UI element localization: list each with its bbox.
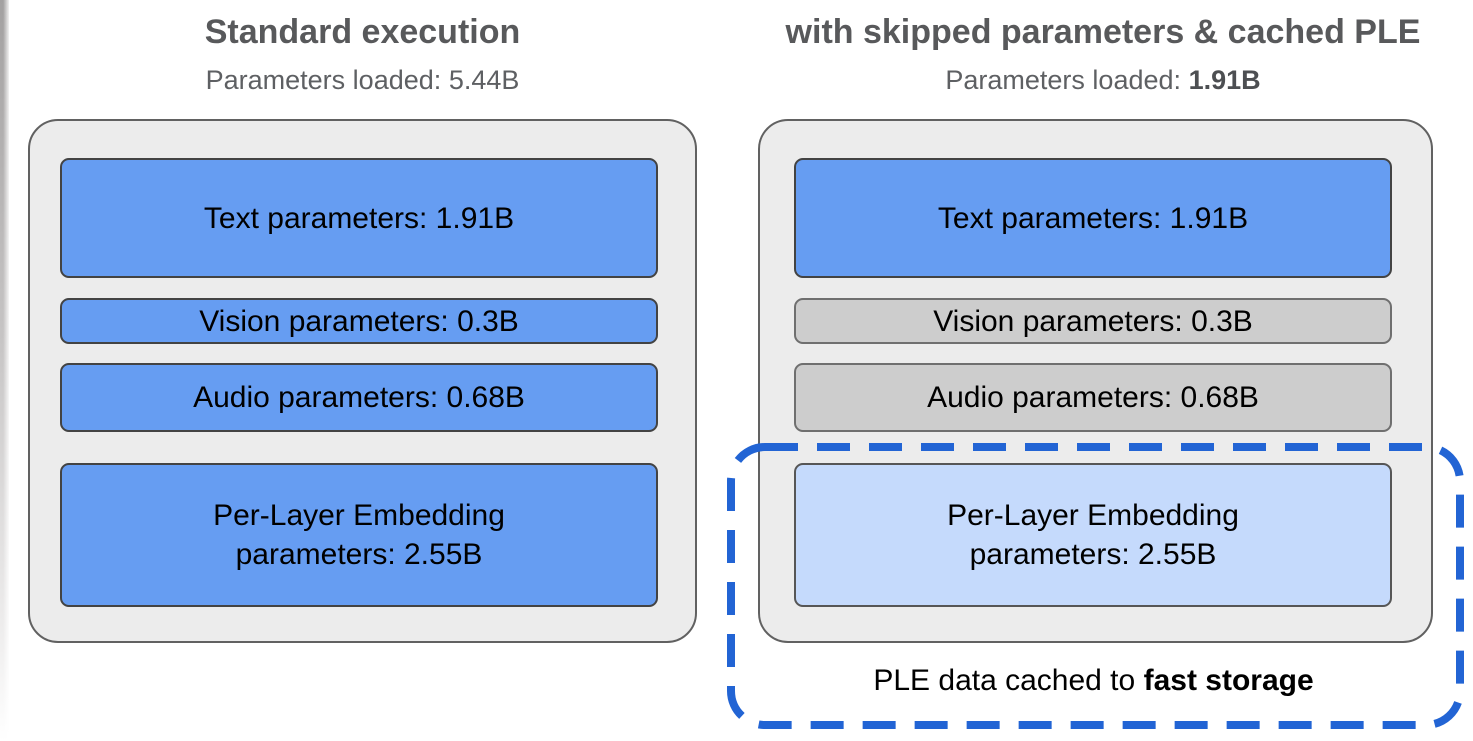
- vision-params-box: Vision parameters: 0.3B: [60, 298, 658, 344]
- cached-model-container: Text parameters: 1.91B Vision parameters…: [758, 119, 1433, 643]
- params-loaded-label: Parameters loaded:: [205, 65, 442, 95]
- standard-execution-title: Standard execution: [204, 13, 521, 51]
- box-label: Audio parameters: 0.68B: [927, 381, 1259, 414]
- cache-caption-prefix: PLE data cached to: [873, 664, 1136, 697]
- box-label: Per-Layer Embedding parameters: 2.55B: [947, 499, 1239, 571]
- box-label: Audio parameters: 0.68B: [193, 381, 525, 414]
- cached-ple-title: with skipped parameters & cached PLE: [785, 13, 1421, 51]
- audio-params-box: Audio parameters: 0.68B: [60, 363, 658, 432]
- box-label: Vision parameters: 0.3B: [933, 304, 1253, 338]
- text-params-box: Text parameters: 1.91B: [794, 158, 1392, 278]
- standard-params-loaded: Parameters loaded:5.44B: [28, 64, 697, 98]
- ple-params-box-cached: Per-Layer Embedding parameters: 2.55B: [794, 463, 1392, 607]
- vision-params-box-skipped: Vision parameters: 0.3B: [794, 298, 1392, 344]
- params-loaded-value: 5.44B: [448, 65, 520, 95]
- standard-model-container: Text parameters: 1.91B Vision parameters…: [28, 119, 697, 643]
- left-edge-shadow: [0, 0, 9, 741]
- box-label: Text parameters: 1.91B: [203, 201, 515, 235]
- params-loaded-label: Parameters loaded:: [945, 65, 1182, 95]
- box-label: Text parameters: 1.91B: [937, 201, 1249, 235]
- audio-params-box-skipped: Audio parameters: 0.68B: [794, 363, 1392, 432]
- text-params-box: Text parameters: 1.91B: [60, 158, 658, 278]
- cache-caption-bold: fast storage: [1143, 664, 1314, 697]
- ple-params-box: Per-Layer Embedding parameters: 2.55B: [60, 463, 658, 607]
- box-label: Vision parameters: 0.3B: [199, 304, 519, 338]
- box-label: Per-Layer Embedding parameters: 2.55B: [213, 499, 505, 571]
- cached-params-loaded: Parameters loaded:1.91B: [733, 64, 1473, 98]
- params-loaded-value: 1.91B: [1188, 65, 1261, 95]
